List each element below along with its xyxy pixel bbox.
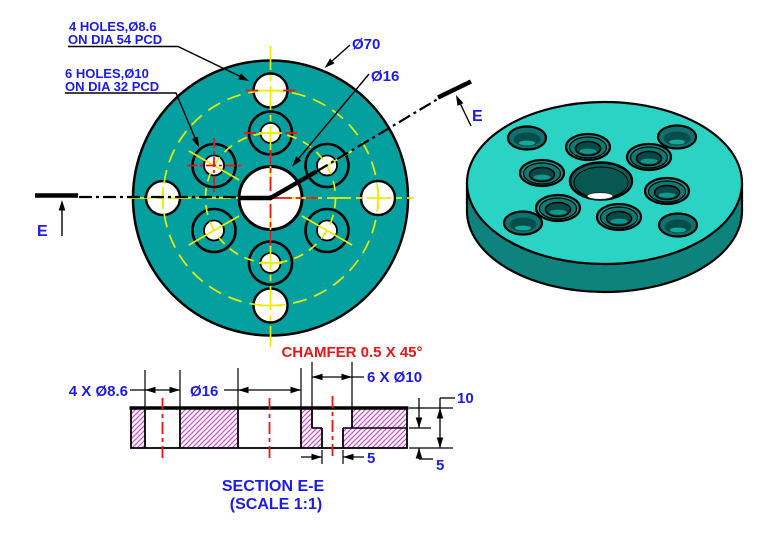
iso-counterbore-hole xyxy=(643,176,691,206)
dim-thickness-text: 10 xyxy=(457,390,474,407)
label-dia16-text: Ø16 xyxy=(371,68,399,85)
dim-counterbore-depth: 5 xyxy=(415,398,444,474)
dim-large-holes: 6 X Ø10 xyxy=(311,362,422,407)
iso-view xyxy=(465,100,744,294)
section-title: SECTION E-E xyxy=(222,478,325,495)
iso-plain-hole xyxy=(502,210,544,236)
label-dia70: Ø70 xyxy=(324,36,380,68)
note-4-holes-line1: 4 HOLES,Ø8.6 xyxy=(69,19,156,34)
note-4-holes-line2: ON DIA 54 PCD xyxy=(68,32,162,47)
section-arrow-right: E xyxy=(456,95,483,127)
dim-through-hole: 5 xyxy=(301,450,375,467)
section-view: CHAMFER 0.5 X 45° 4 X Ø8.6 Ø16 6 X xyxy=(69,344,474,513)
iso-counterbore-hole xyxy=(625,142,673,172)
iso-plain-hole xyxy=(657,212,699,238)
iso-plain-holes xyxy=(502,124,699,238)
iso-counterbore-hole xyxy=(518,158,566,188)
dim-small-holes-text: 4 X Ø8.6 xyxy=(69,383,128,400)
dim-through-hole-text: 5 xyxy=(367,450,375,467)
cutting-plane-end-right xyxy=(437,79,472,100)
section-arrow-left: E xyxy=(37,200,66,240)
iso-plain-hole xyxy=(506,125,548,151)
label-dia16: Ø16 xyxy=(292,68,399,167)
iso-counterbore-holes xyxy=(518,132,691,232)
iso-through-hole-light xyxy=(586,192,614,200)
cutting-plane-line xyxy=(35,79,472,201)
note-4-holes: 4 HOLES,Ø8.6 ON DIA 54 PCD xyxy=(68,19,249,81)
dim-large-holes-text: 6 X Ø10 xyxy=(367,369,422,386)
iso-plain-hole xyxy=(656,124,698,150)
note-6-holes-line1: 6 HOLES,Ø10 xyxy=(65,66,149,81)
label-dia70-text: Ø70 xyxy=(352,36,380,53)
dim-small-holes: 4 X Ø8.6 xyxy=(69,370,181,407)
iso-counterbore-hole xyxy=(564,132,612,162)
dim-center-hole-text: Ø16 xyxy=(190,383,218,400)
section-scale: (SCALE 1:1) xyxy=(230,496,322,513)
counterbore-gap-10 xyxy=(312,408,352,428)
iso-counterbore-hole xyxy=(595,202,643,232)
section-letter-right: E xyxy=(472,108,483,125)
dim-counterbore-depth-text: 5 xyxy=(436,457,444,474)
dim-center-hole: Ø16 xyxy=(190,368,302,407)
iso-center-hole xyxy=(568,161,634,201)
dim-thickness: 10 xyxy=(409,390,474,449)
section-letter-left: E xyxy=(37,223,48,240)
iso-counterbore-hole xyxy=(534,193,582,223)
note-6-holes: 6 HOLES,Ø10 ON DIA 32 PCD xyxy=(65,66,199,148)
chamfer-note: CHAMFER 0.5 X 45° xyxy=(281,344,422,361)
section-centerlines xyxy=(161,396,334,458)
note-6-holes-line2: ON DIA 32 PCD xyxy=(65,79,159,94)
front-view: E E 4 HOLES,Ø8.6 ON DIA 54 PCD 6 HOLES,Ø… xyxy=(35,19,483,347)
